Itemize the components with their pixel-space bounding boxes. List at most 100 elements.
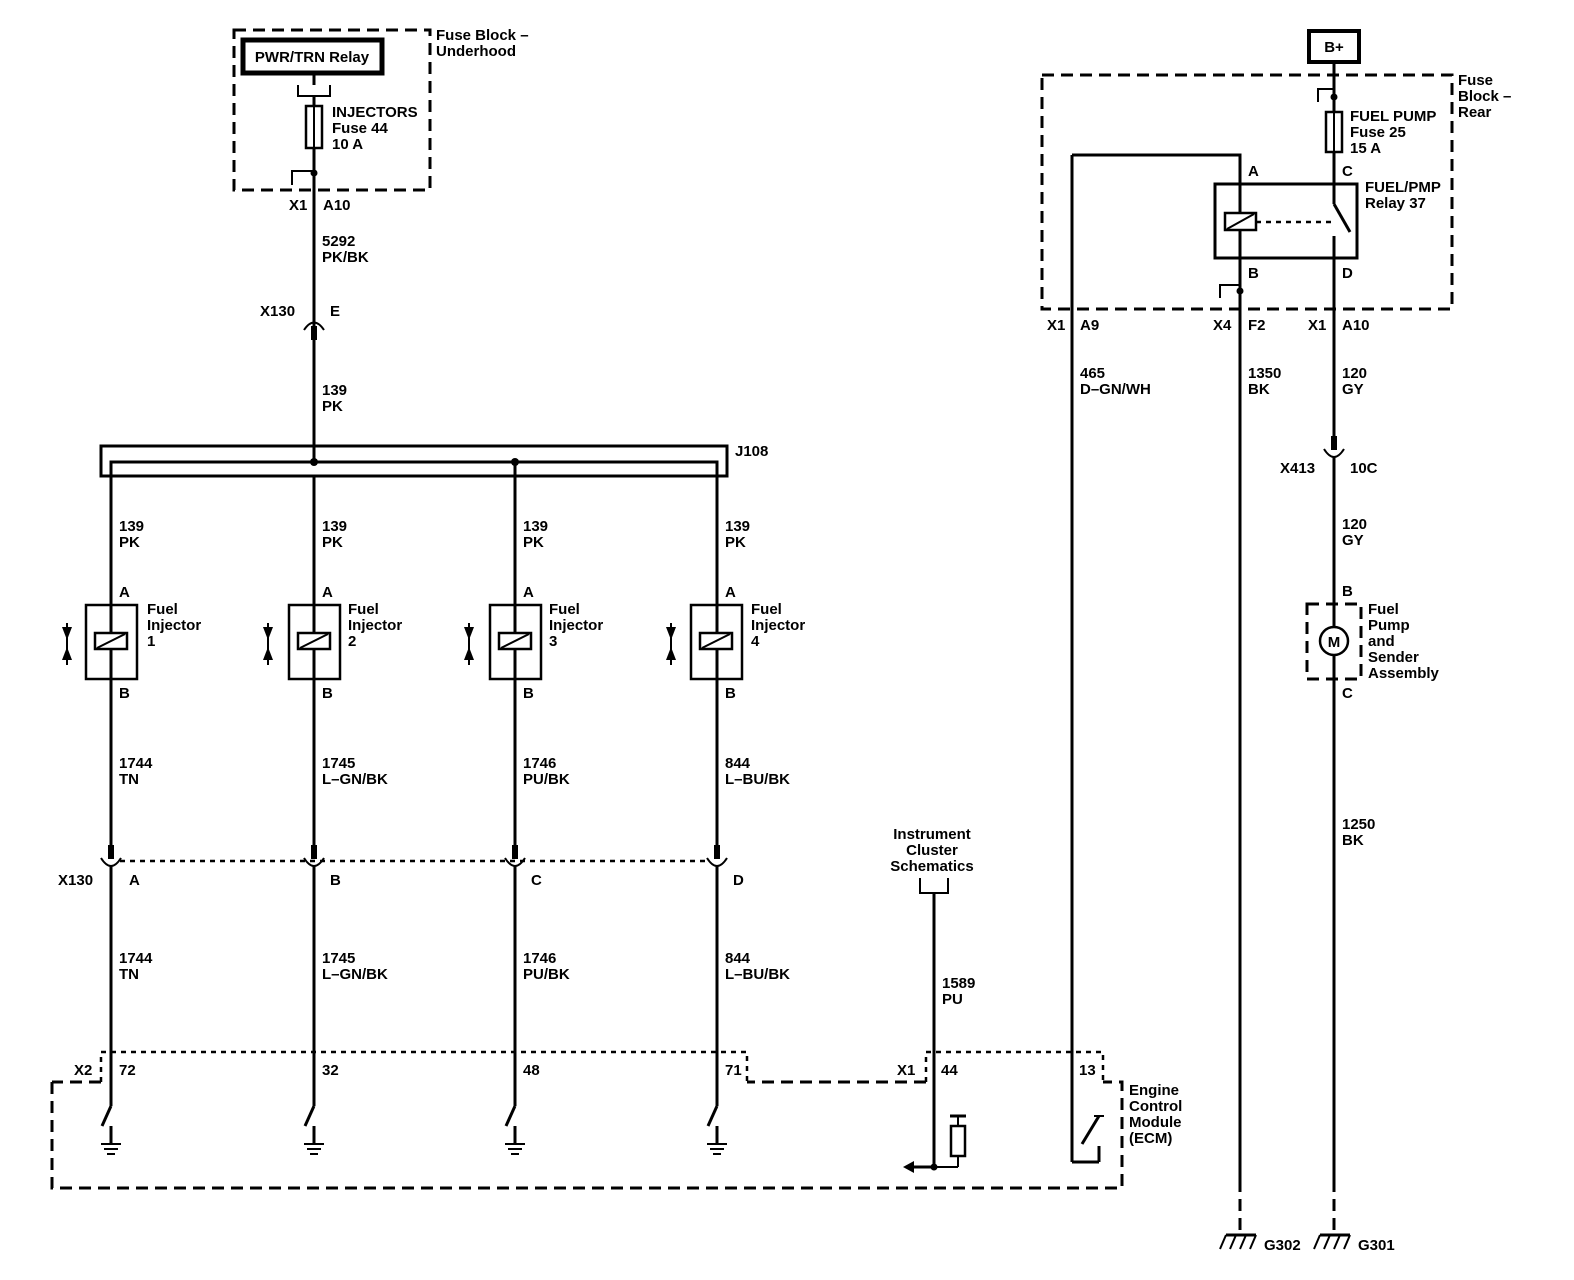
inj3-label-3: 3: [549, 633, 557, 650]
wire-120-color-2: GY: [1342, 532, 1364, 549]
injectors-fuse-number: Fuse 44: [332, 120, 389, 137]
x130-e-pin: E: [330, 303, 340, 320]
inj2-pin-b: B: [322, 685, 333, 702]
battery-label: B+: [1324, 39, 1344, 56]
inj2-ctrl-color-lower: L–GN/BK: [322, 966, 388, 983]
rear-conn-1: X1: [1047, 317, 1065, 334]
splice-j108: J108: [99, 440, 768, 478]
injector-2: 139 PK A Fuel Injector 2 B 1745 L–GN/BK: [263, 476, 402, 850]
inj4-ctrl-circuit: 844: [725, 755, 751, 772]
wire-1250-circuit: 1250: [1342, 816, 1375, 833]
relay-pin-a: A: [1248, 163, 1259, 180]
inj3-ctrl-color-lower: PU/BK: [523, 966, 570, 983]
pump-label-3: and: [1368, 633, 1395, 650]
wire-1250-color: BK: [1342, 832, 1364, 849]
wire-139-circuit: 139: [322, 382, 347, 399]
pump-label-2: Pump: [1368, 617, 1410, 634]
ground-g301-label: G301: [1358, 1237, 1395, 1254]
ecm-pin-48: 48: [523, 1062, 540, 1079]
ground-g302: G302: [1219, 1180, 1301, 1254]
fuse-block-underhood-title-2: Underhood: [436, 43, 516, 60]
wire-1589-circuit: 1589: [942, 975, 975, 992]
ground-g302-label: G302: [1264, 1237, 1301, 1254]
wire-5292-circuit: 5292: [322, 233, 355, 250]
inj3-top-circuit: 139: [523, 518, 548, 535]
inj4-label-3: 4: [751, 633, 760, 650]
inj3-pin-b: B: [523, 685, 534, 702]
ecm-pin-13: 13: [1079, 1062, 1096, 1079]
underhood-pin-a10: A10: [323, 197, 351, 214]
ecm-label-1: Engine: [1129, 1082, 1179, 1099]
inj4-ctrl-color-lower: L–BU/BK: [725, 966, 790, 983]
inj2-top-circuit: 139: [322, 518, 347, 535]
inj1-label-3: 1: [147, 633, 155, 650]
inj2-label-1: Fuel: [348, 601, 379, 618]
instrument-cluster-label-3: Schematics: [890, 858, 973, 875]
inj1-ctrl-color-lower: TN: [119, 966, 139, 983]
wire-465-color: D–GN/WH: [1080, 381, 1151, 398]
fuse-block-rear: Fuse Block – Rear FUEL PUMP Fuse 25 15 A…: [1040, 72, 1511, 334]
inj3-label-1: Fuel: [549, 601, 580, 618]
ecm-driver-1-switch-icon: [100, 1082, 121, 1155]
inj1-pin-a: A: [119, 584, 130, 601]
wire-120-circuit-2: 120: [1342, 516, 1367, 533]
inj2-top-color: PK: [322, 534, 343, 551]
pwr-trn-relay-label: PWR/TRN Relay: [255, 49, 370, 66]
rear-conn-3: X1: [1308, 317, 1326, 334]
ecm-x1-conn: X1: [897, 1062, 915, 1079]
injector-1: 139 PK A Fuel Injector 1 B 1744 TN: [62, 476, 201, 850]
inj1-pin-b: B: [119, 685, 130, 702]
fuel-pump-fuse-amperage: 15 A: [1350, 140, 1381, 157]
pump-pin-b: B: [1342, 583, 1353, 600]
x130-pin-c: C: [531, 872, 542, 889]
injector-4: 139 PK A Fuel Injector 4 B 844 L–BU/BK: [666, 476, 805, 850]
wire-1350-circuit: 1350: [1248, 365, 1281, 382]
engine-control-module: X2 72 32 48 71 X1 44 13 Engine Control M…: [50, 155, 1182, 1190]
fuse-block-rear-title-2: Block –: [1458, 88, 1511, 105]
rear-conn-1-pin: A9: [1080, 317, 1099, 334]
ecm-pin-44: 44: [941, 1062, 958, 1079]
ecm-driver-3-switch-icon: [504, 1082, 525, 1155]
instrument-cluster-label-2: Cluster: [906, 842, 958, 859]
fuel-pump-fuse-number: Fuse 25: [1350, 124, 1406, 141]
x130-pin-b: B: [330, 872, 341, 889]
relay-pin-d: D: [1342, 265, 1353, 282]
inj4-ctrl-circuit-lower: 844: [725, 950, 751, 967]
inj4-pin-a: A: [725, 584, 736, 601]
pump-motor-label: M: [1328, 634, 1341, 651]
wire-120-circuit: 120: [1342, 365, 1367, 382]
fuel-pump-assembly: B M Fuel Pump and Sender Assembly C: [1305, 583, 1440, 702]
ecm-pin-13-switch-icon: [1070, 155, 1104, 1164]
wire-1589-color: PU: [942, 991, 963, 1008]
inj2-label-2: Injector: [348, 617, 402, 634]
pump-pin-c: C: [1342, 685, 1353, 702]
fuse-block-rear-title-3: Rear: [1458, 104, 1492, 121]
inj4-label-1: Fuel: [751, 601, 782, 618]
ecm-label-3: Module: [1129, 1114, 1182, 1131]
ground-g301: G301: [1313, 1180, 1395, 1254]
inj3-ctrl-circuit: 1746: [523, 755, 556, 772]
inj4-top-circuit: 139: [725, 518, 750, 535]
rear-conn-3-pin: A10: [1342, 317, 1370, 334]
fuse-block-underhood-title-1: Fuse Block –: [436, 27, 529, 44]
injectors-fuse-amperage: 10 A: [332, 136, 363, 153]
ecm-pin-72: 72: [119, 1062, 136, 1079]
relay-pin-b: B: [1248, 265, 1259, 282]
inj3-top-color: PK: [523, 534, 544, 551]
relay-label-1: FUEL/PMP: [1365, 179, 1441, 196]
ecm-driver-4-switch-icon: [706, 1082, 727, 1155]
fuse-block-rear-title-1: Fuse: [1458, 72, 1493, 89]
rear-conn-2: X4: [1213, 317, 1232, 334]
inj1-top-color: PK: [119, 534, 140, 551]
inj3-ctrl-color: PU/BK: [523, 771, 570, 788]
ecm-x2-conn: X2: [74, 1062, 92, 1079]
inj4-ctrl-color: L–BU/BK: [725, 771, 790, 788]
ecm-label-2: Control: [1129, 1098, 1182, 1115]
inj4-pin-b: B: [725, 685, 736, 702]
x130-e-conn: X130: [260, 303, 295, 320]
ecm-pin-44-resistor-icon: [903, 1082, 967, 1173]
battery-b-plus: B+: [1307, 29, 1361, 112]
inj1-ctrl-color: TN: [119, 771, 139, 788]
inj2-ctrl-circuit: 1745: [322, 755, 355, 772]
